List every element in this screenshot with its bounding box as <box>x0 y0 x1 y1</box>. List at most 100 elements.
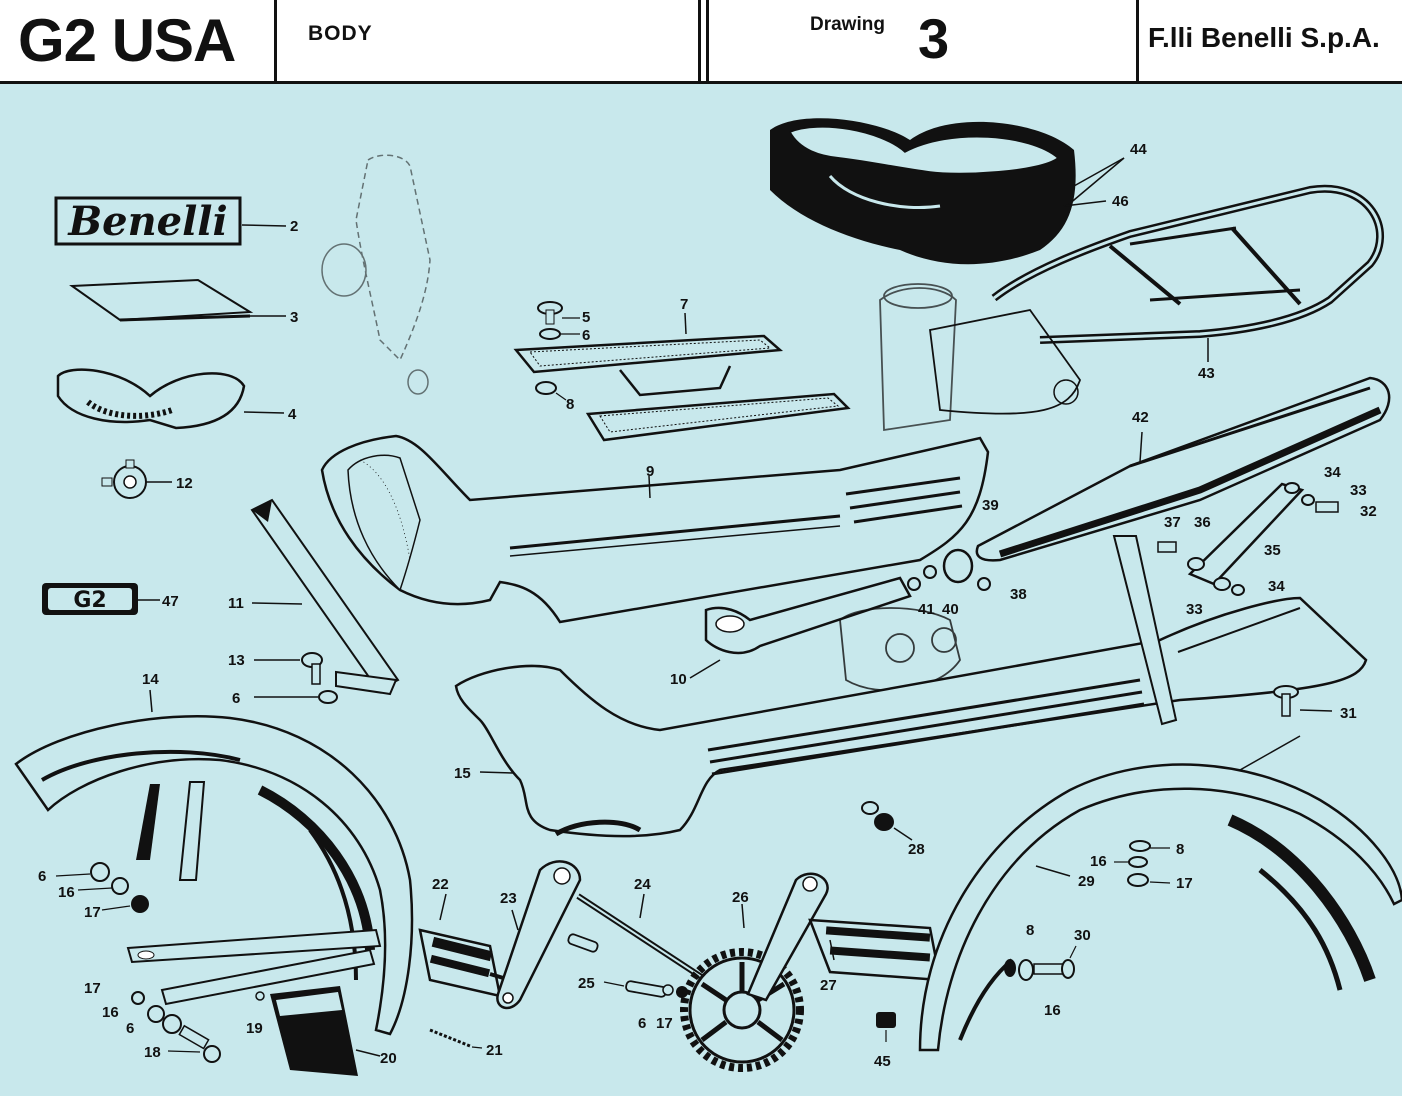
seat-post <box>879 283 957 432</box>
muffler <box>975 376 1391 562</box>
callout-label: 18 <box>144 1044 161 1061</box>
callout-label: 9 <box>646 463 654 480</box>
left-washers <box>55 862 149 913</box>
callout-label: 11 <box>228 595 244 612</box>
callout-label: 8 <box>1176 841 1184 858</box>
callout-label: 8 <box>1026 922 1034 939</box>
drawing-number: 3 <box>918 7 950 70</box>
model-title: G2 USA <box>18 7 236 74</box>
callout-label: 4 <box>288 406 297 423</box>
callout-label: 43 <box>1198 365 1215 382</box>
crank-axle <box>576 893 708 983</box>
luggage-rack <box>929 184 1384 415</box>
callout-label: 33 <box>1186 601 1203 618</box>
left-crank-arm <box>496 860 582 1010</box>
g2-badge: G2 <box>42 583 160 615</box>
callout-label: 35 <box>1264 542 1281 559</box>
callout-label: 16 <box>102 1004 119 1021</box>
callout-label: 17 <box>656 1015 673 1032</box>
toolbox-cover <box>69 278 286 322</box>
side-panel <box>320 434 990 624</box>
manufacturer-name: F.lli Benelli S.p.A. <box>1148 22 1380 53</box>
exploded-view-diagram: Benelli <box>0 84 1402 1096</box>
main-frame <box>454 535 1368 838</box>
callout-label: 16 <box>1044 1002 1061 1019</box>
benelli-decal: Benelli <box>54 196 287 246</box>
callout-label: 15 <box>454 765 471 782</box>
callout-label: 26 <box>732 889 749 906</box>
callout-label: 17 <box>1176 875 1193 892</box>
section-title: BODY <box>308 22 373 45</box>
callout-label: 12 <box>176 475 193 492</box>
grommets <box>907 548 991 591</box>
callout-label: 32 <box>1360 503 1377 520</box>
callout-label: 23 <box>500 890 517 907</box>
callout-label: 6 <box>38 868 46 885</box>
callout-label: 25 <box>578 975 595 992</box>
nut-45 <box>876 1012 896 1042</box>
mudguard-brace <box>126 928 382 1006</box>
callout-label: 41 <box>918 601 935 618</box>
mud-flap <box>255 986 381 1076</box>
callout-label: 42 <box>1132 409 1149 426</box>
bolt-and-washer <box>254 652 338 704</box>
right-lower-fasteners <box>1004 945 1077 981</box>
callout-label: 38 <box>1010 586 1027 603</box>
footboard-fasteners <box>535 301 580 401</box>
left-pedal <box>418 893 511 998</box>
frame-head-tube <box>321 154 431 395</box>
callout-label: 37 <box>1164 514 1181 531</box>
callout-label: 47 <box>162 593 179 610</box>
callout-label: 22 <box>432 876 449 893</box>
callout-label: 29 <box>1078 873 1095 890</box>
callout-label: 33 <box>1350 482 1367 499</box>
stand-arm <box>689 576 912 679</box>
callout-labels: 2 3 4 12 47 11 13 6 14 5 6 7 8 9 10 15 4… <box>38 141 1377 1070</box>
spring-pin <box>429 1028 483 1049</box>
callout-label: 39 <box>982 497 999 514</box>
callout-label: 6 <box>232 690 240 707</box>
callout-label: 7 <box>680 296 688 313</box>
ring-nut <box>101 459 172 499</box>
header-divider <box>706 0 709 84</box>
callout-label: 2 <box>290 218 298 235</box>
callout-label: 45 <box>874 1053 891 1070</box>
mounting-bracket <box>250 498 400 696</box>
callout-label: 17 <box>84 980 101 997</box>
callout-label: 44 <box>1130 141 1147 158</box>
benelli-logo-text: Benelli <box>67 198 227 245</box>
small-saddle <box>56 368 285 430</box>
engine-mount <box>839 607 961 692</box>
right-upper-fasteners <box>1114 840 1171 887</box>
lower-fasteners <box>131 991 221 1063</box>
main-seat <box>770 118 1125 265</box>
callout-label: 30 <box>1074 927 1091 944</box>
stand-linkage <box>1157 482 1339 596</box>
header-divider <box>698 0 701 84</box>
callout-label: 17 <box>84 904 101 921</box>
callout-label: 34 <box>1268 578 1285 595</box>
callout-label: 20 <box>380 1050 397 1067</box>
right-crank-and-pedal <box>746 872 942 1002</box>
callout-label: 3 <box>290 309 298 326</box>
callout-label: 10 <box>670 671 687 688</box>
callout-label: 46 <box>1112 193 1129 210</box>
callout-label: 21 <box>486 1042 503 1059</box>
callout-label: 40 <box>942 601 959 618</box>
footboard <box>513 312 851 442</box>
title-block: G2 USA BODY Drawing 3 F.lli Benelli S.p.… <box>0 0 1402 84</box>
rear-mudguard <box>918 763 1402 1052</box>
callout-label: 6 <box>638 1015 646 1032</box>
callout-label: 27 <box>820 977 837 994</box>
front-mudguard <box>14 689 414 1036</box>
callout-label: 19 <box>246 1020 263 1037</box>
header-divider <box>274 0 277 84</box>
header-divider <box>1136 0 1139 84</box>
exploded-view-svg: Benelli <box>14 118 1402 1076</box>
cotter-pins <box>567 933 688 998</box>
callout-label: 14 <box>142 671 159 688</box>
rear-screw <box>1273 685 1333 717</box>
callout-label: 31 <box>1340 705 1357 722</box>
callout-label: 5 <box>582 309 590 326</box>
